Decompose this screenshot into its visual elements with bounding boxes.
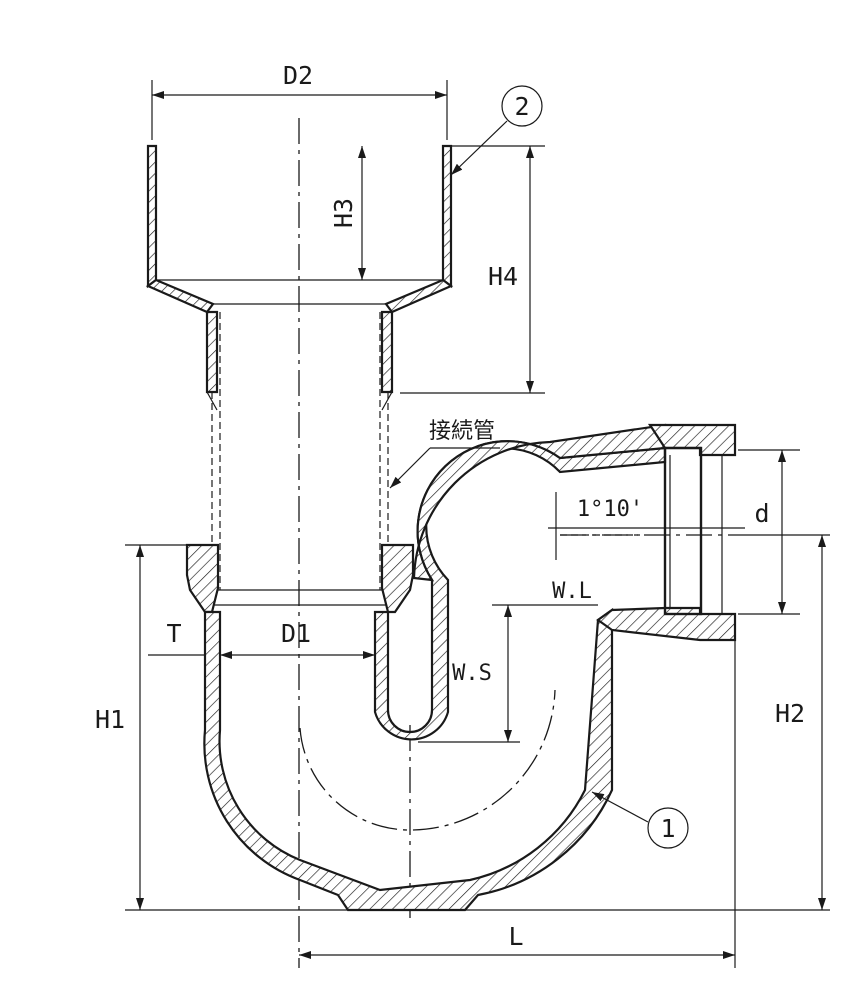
- trap-outer-wall: [203, 607, 614, 912]
- wl-label: W.L: [552, 579, 592, 604]
- h4-label: H4: [488, 262, 518, 291]
- inlet-flange-left: [185, 543, 220, 614]
- trap-body: [185, 423, 737, 912]
- callout-1-circle: [647, 807, 689, 849]
- connecting-pipe-leader: [389, 447, 431, 489]
- outlet-bottom-wall: [596, 606, 737, 642]
- h2-label: H2: [775, 699, 805, 728]
- trap-inner-dip: [373, 440, 667, 741]
- trap-crown-wall: [412, 423, 667, 582]
- d1-label: D1: [281, 619, 311, 648]
- socket-taper-left: [145, 278, 215, 314]
- h3-label: H3: [329, 198, 358, 228]
- socket-right-wall: [441, 144, 453, 289]
- connecting-pipe: [211, 312, 389, 606]
- angle-label: 1°10': [577, 497, 643, 522]
- d2-label: D2: [283, 61, 313, 90]
- socket-adapter: [145, 144, 454, 411]
- callouts: 2 1 接続管: [389, 85, 689, 849]
- socket-taper-right: [384, 278, 454, 314]
- inlet-flange-right: [380, 543, 415, 614]
- callout-1-number: 1: [660, 814, 675, 843]
- d-label: d: [754, 499, 769, 528]
- ws-label: W.S: [452, 661, 492, 686]
- spigot-right-wall: [380, 310, 394, 394]
- socket-left-wall: [146, 144, 158, 289]
- spigot-left-wall: [205, 310, 219, 394]
- h1-label: H1: [95, 705, 125, 734]
- dimensions: D2 H3 H4 H1 T D1 W.S W.L 1°10': [95, 61, 830, 968]
- callout-2-circle: [501, 85, 543, 127]
- outlet-union-nut: [663, 446, 703, 616]
- bend-centerline: [299, 689, 556, 831]
- center-lines: [298, 118, 745, 968]
- spigot-left-end: [206, 391, 218, 411]
- spigot-right-end: [381, 391, 393, 411]
- callout-2-number: 2: [514, 92, 529, 121]
- t-label: T: [166, 619, 181, 648]
- l-label: L: [508, 922, 523, 951]
- connecting-pipe-label: 接続管: [429, 419, 495, 444]
- callout-1-leader: [591, 791, 649, 823]
- callout-2-leader: [450, 120, 508, 176]
